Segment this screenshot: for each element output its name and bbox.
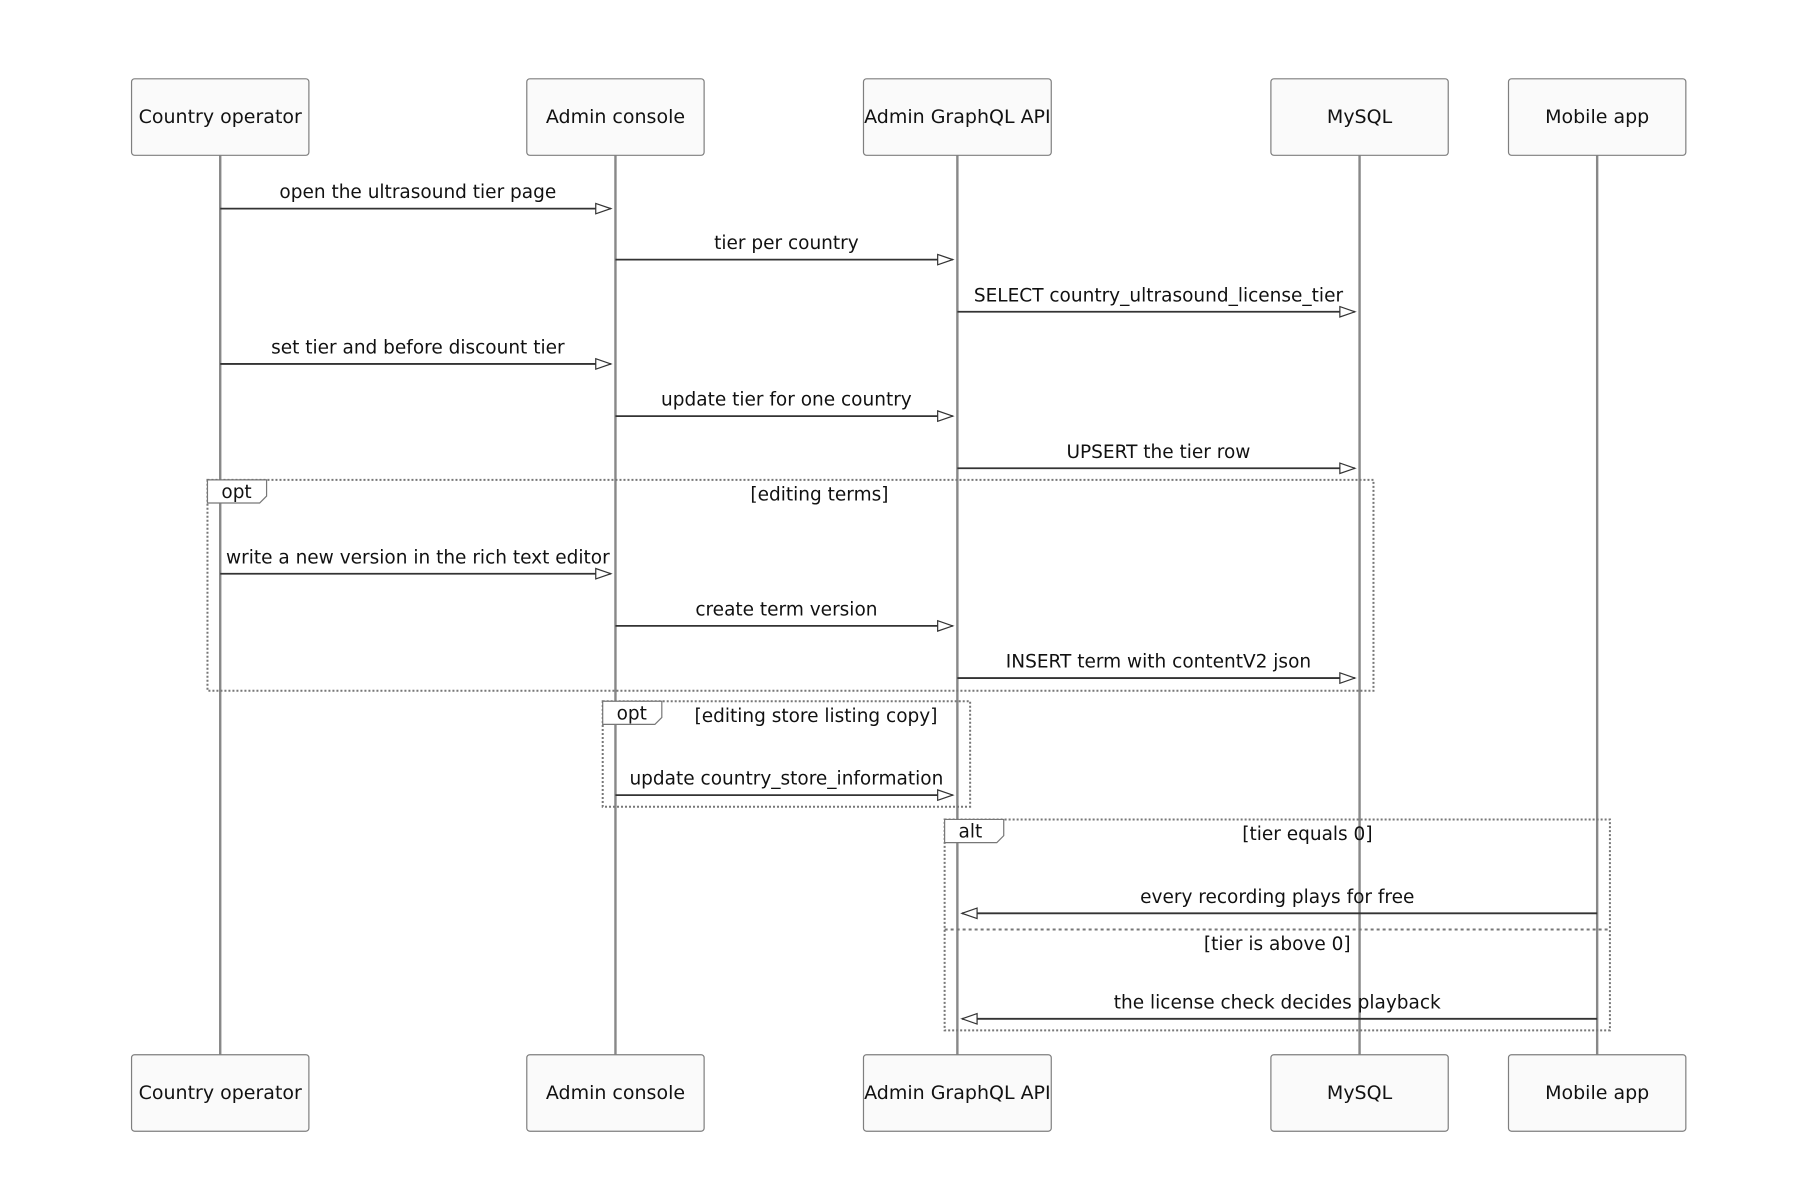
participant-label: Country operator <box>139 1082 302 1104</box>
message-label: UPSERT the tier row <box>1066 442 1250 463</box>
message-8: create term version <box>615 599 955 632</box>
fragment-opt-2: opt [editing store listing copy] <box>601 700 972 808</box>
participant-box <box>130 1054 310 1132</box>
participant-operator-top: Country operator <box>130 78 310 156</box>
message-label: update tier for one country <box>661 390 912 411</box>
fragment-border <box>206 478 1375 692</box>
arrow-head <box>937 253 955 266</box>
message-label: INSERT term with contentV2 json <box>1006 652 1311 673</box>
lifelines <box>219 155 1599 1055</box>
message-label: SELECT country_ultrasound_license_tier <box>974 285 1344 306</box>
message-label: update country_store_information <box>629 769 943 790</box>
participant-label: Admin console <box>546 106 685 128</box>
arrow-head <box>1339 671 1357 685</box>
fragment-condition: [tier is above 0] <box>1204 934 1351 955</box>
fragment-keyword: opt <box>221 482 251 503</box>
message-12: the license check decides playback <box>960 992 1598 1025</box>
message-label: open the ultrasound tier page <box>279 182 556 203</box>
message-label: every recording plays for free <box>1140 887 1414 908</box>
fragment-border <box>943 818 1611 1032</box>
participant-label: Country operator <box>139 106 302 128</box>
participant-box <box>526 1054 705 1132</box>
participant-label: Admin GraphQL API <box>864 106 1051 128</box>
participant-label: Admin GraphQL API <box>864 1082 1051 1104</box>
fragment-border <box>601 700 972 808</box>
participant-label: Mobile app <box>1545 106 1649 128</box>
fragment-condition: [tier equals 0] <box>1242 824 1372 845</box>
message-label: tier per country <box>714 233 859 254</box>
participant-mobile-top: Mobile app <box>1507 78 1687 156</box>
message-label: set tier and before discount tier <box>271 338 565 359</box>
message-6: UPSERT the tier row <box>957 442 1357 475</box>
participant-box <box>1507 78 1687 156</box>
participant-box <box>130 78 310 156</box>
message-10: update country_store_information <box>615 769 955 802</box>
message-11: every recording plays for free <box>960 887 1598 920</box>
arrow-head <box>960 1012 978 1025</box>
fragment-tab <box>944 818 1005 844</box>
participant-label: Admin console <box>546 1082 685 1104</box>
arrow-head <box>1339 462 1357 475</box>
fragment-keyword: alt <box>959 822 983 843</box>
participant-box <box>526 78 705 156</box>
arrow-head <box>595 357 613 370</box>
participant-console-bottom: Admin console <box>526 1054 705 1132</box>
arrow-head <box>595 202 613 215</box>
participant-api-bottom: Admin GraphQL API <box>862 1054 1052 1132</box>
message-3: SELECT country_ultrasound_license_tier <box>957 285 1357 318</box>
message-5: update tier for one country <box>615 390 955 423</box>
participant-box <box>1270 78 1449 156</box>
message-label: create term version <box>695 599 877 620</box>
fragment-condition: [editing terms] <box>750 484 888 505</box>
participant-mobile-bottom: Mobile app <box>1507 1054 1687 1132</box>
participant-label: MySQL <box>1327 106 1393 128</box>
fragment-tab <box>602 700 663 726</box>
participant-box <box>862 78 1052 156</box>
arrow-head <box>960 907 978 920</box>
message-4: set tier and before discount tier <box>220 338 613 370</box>
participant-box <box>1507 1054 1687 1132</box>
participant-label: MySQL <box>1327 1082 1393 1104</box>
participant-label: Mobile app <box>1545 1082 1649 1104</box>
participant-mysql-top: MySQL <box>1270 78 1449 156</box>
message-7: write a new version in the rich text edi… <box>220 547 613 580</box>
fragments: opt [editing terms] opt [editing store list… <box>206 478 1611 1032</box>
fragment-alt-3: alt [tier equals 0] [tier is above 0] <box>943 818 1611 1032</box>
message-1: open the ultrasound tier page <box>220 182 613 215</box>
fragment-opt-1: opt [editing terms] <box>206 478 1375 692</box>
participant-api-top: Admin GraphQL API <box>862 78 1052 156</box>
fragment-condition: [editing store listing copy] <box>694 706 937 727</box>
arrow-head <box>1339 305 1357 318</box>
participant-mysql-bottom: MySQL <box>1270 1054 1449 1132</box>
participant-console-top: Admin console <box>526 78 705 156</box>
participant-box <box>1270 1054 1449 1132</box>
fragment-tab <box>206 479 268 504</box>
arrow-head <box>937 789 955 802</box>
messages: open the ultrasound tier page tier per co… <box>220 182 1598 1025</box>
message-9: INSERT term with contentV2 json <box>957 652 1357 685</box>
message-label: write a new version in the rich text edi… <box>226 547 610 568</box>
message-2: tier per country <box>615 233 955 266</box>
arrow-head <box>595 567 613 580</box>
arrow-head <box>937 410 955 423</box>
arrow-head <box>937 619 955 632</box>
message-label: the license check decides playback <box>1114 992 1441 1013</box>
participant-box <box>862 1054 1052 1132</box>
participant-operator-bottom: Country operator <box>130 1054 310 1132</box>
fragment-keyword: opt <box>617 703 647 724</box>
